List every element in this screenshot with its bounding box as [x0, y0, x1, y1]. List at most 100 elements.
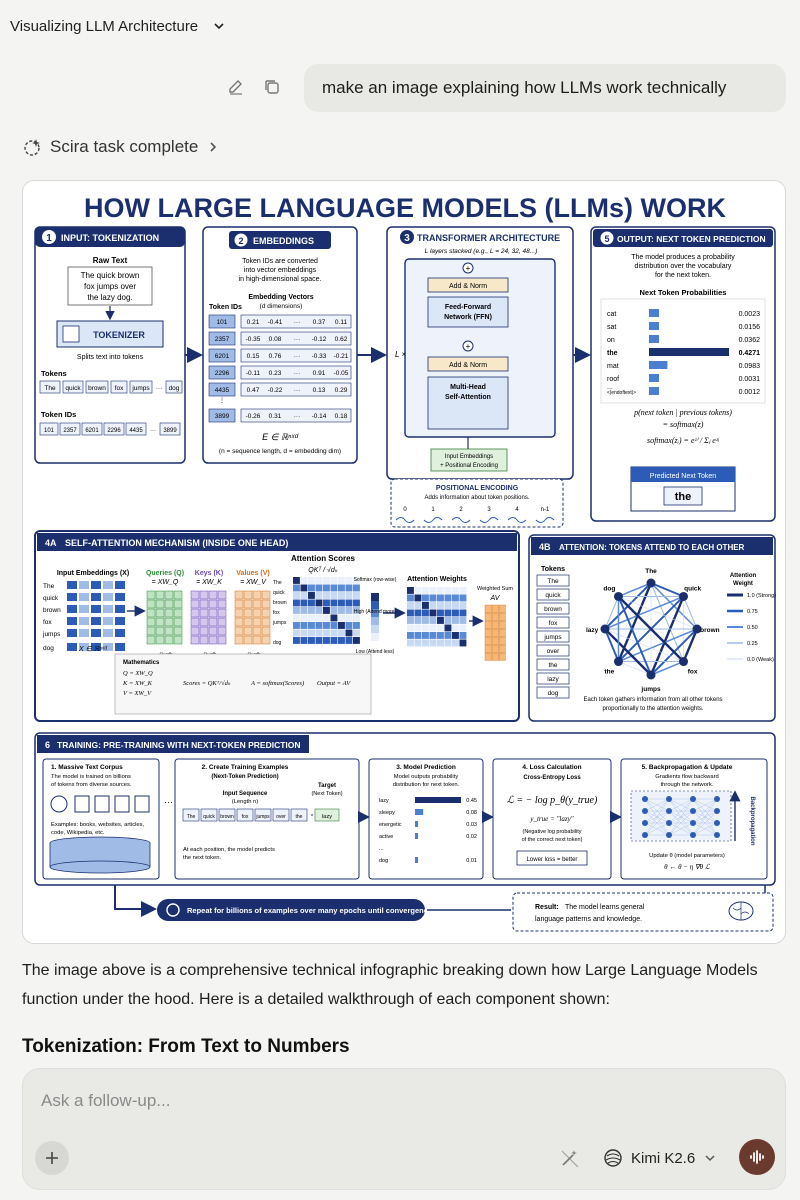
- emb-value: 0.47: [247, 387, 260, 394]
- score-row-label: quick: [273, 590, 285, 596]
- qkv-cell: [208, 635, 218, 645]
- emb-value: -0.12: [312, 336, 327, 343]
- input-cell: [103, 629, 113, 637]
- nn-edge: [668, 822, 694, 836]
- svg-text:K = XW_K: K = XW_K: [122, 680, 153, 687]
- qkv-cell: [234, 590, 244, 600]
- pos-tick: n-1: [541, 507, 550, 513]
- copy-icon[interactable]: [261, 76, 283, 98]
- input-cell: [91, 643, 101, 651]
- pos-wave: [507, 517, 527, 523]
- prob-value-6: 0.0012: [739, 389, 761, 396]
- follow-up-input[interactable]: [41, 1089, 741, 1113]
- edit-icon[interactable]: [225, 76, 247, 98]
- svg-text:TRAINING: PRE-TRAINING WITH NE: TRAINING: PRE-TRAINING WITH NEXT-TOKEN P…: [57, 740, 301, 750]
- heat-cell: [345, 629, 353, 637]
- pred-label: ...: [379, 846, 384, 852]
- chevron-down-icon[interactable]: [210, 17, 228, 35]
- input-cell: [115, 605, 125, 613]
- heat-cell: [353, 622, 360, 629]
- add-attachment-button[interactable]: [35, 1141, 69, 1175]
- qkv-cell: [155, 608, 165, 618]
- qkv-cell: [146, 608, 156, 618]
- svg-text:lazy: lazy: [322, 814, 332, 820]
- pos-tick: 1: [431, 507, 435, 513]
- heat-cell: [330, 629, 338, 637]
- attn-edge: [683, 596, 698, 630]
- svg-text:= XW_V: = XW_V: [240, 579, 267, 586]
- attn-token: [536, 672, 570, 685]
- heat-cell: [330, 614, 338, 622]
- prob-label-6: <|endoftext|>: [607, 390, 636, 396]
- input-word: brown: [43, 607, 61, 614]
- input-cell: [67, 581, 77, 589]
- pos-tick: 4: [515, 507, 519, 513]
- nn-node: [714, 796, 720, 802]
- attn-token-label: over: [547, 648, 560, 655]
- svg-text:Next Token Probabilities: Next Token Probabilities: [640, 288, 727, 297]
- emb-id-5: [208, 408, 236, 423]
- qkv-cell: [252, 617, 262, 627]
- model-selector[interactable]: Kimi K2.6: [603, 1145, 717, 1171]
- voice-button[interactable]: [739, 1139, 775, 1175]
- svg-text:Update θ (model parameters): Update θ (model parameters): [649, 853, 725, 859]
- heat-cell: [338, 614, 345, 622]
- heat-cell: [338, 592, 345, 599]
- attn-node-label: jumps: [640, 686, 661, 693]
- pos-tick: 0: [403, 507, 407, 513]
- attn-node-label: the: [604, 669, 614, 676]
- av-cell: [498, 604, 506, 613]
- svg-text:Result:: Result:: [535, 904, 559, 911]
- svg-text:···: ···: [156, 385, 163, 392]
- svg-text:code, Wikipedia, etc.: code, Wikipedia, etc.: [51, 830, 105, 836]
- av-cell: [484, 652, 492, 661]
- emb-id-label: 3899: [215, 413, 230, 420]
- magic-wand-icon[interactable]: [559, 1147, 581, 1169]
- heat-cell: [330, 584, 338, 592]
- task-status[interactable]: Scira task complete: [22, 134, 220, 160]
- chat-title[interactable]: Visualizing LLM Architecture: [10, 17, 199, 35]
- svg-text:Input Embeddings (X): Input Embeddings (X): [57, 570, 129, 577]
- nn-node: [666, 820, 672, 826]
- heat-cell: [323, 629, 330, 637]
- svg-text:Network (FFN): Network (FFN): [444, 314, 492, 321]
- qkv-cell: [217, 635, 227, 645]
- svg-text:3. Model Prediction: 3. Model Prediction: [396, 764, 456, 771]
- heat-cell: [422, 632, 429, 639]
- heat-cell: [459, 587, 467, 594]
- heat-cell: [452, 632, 459, 639]
- legend-label: 0.25: [747, 641, 758, 647]
- prob-value-4: 0.0983: [739, 363, 761, 370]
- svg-text:Examples: books, websites, art: Examples: books, websites, articles,: [51, 822, 144, 828]
- pred-label: energetic: [379, 822, 402, 828]
- nn-edge: [644, 798, 670, 812]
- svg-text:AV: AV: [490, 595, 501, 602]
- qkv-cell: [234, 599, 244, 609]
- heat-cell: [308, 577, 315, 584]
- svg-text:The: The: [44, 385, 56, 392]
- attn-node-label: quick: [684, 585, 701, 592]
- heat-cell: [293, 607, 300, 614]
- attn-token: [536, 616, 570, 629]
- heat-cell: [437, 639, 444, 647]
- input-cell: [103, 617, 113, 625]
- result-box: [512, 892, 774, 932]
- prob-value-2: 0.0362: [739, 337, 761, 344]
- qkv-cell: [252, 608, 262, 618]
- heat-cell: [459, 639, 467, 647]
- heat-cell: [422, 594, 429, 602]
- svg-text:Backpropagation: Backpropagation: [749, 796, 755, 845]
- attn-edge: [650, 582, 684, 598]
- svg-text:INPUT: TOKENIZATION: INPUT: TOKENIZATION: [61, 233, 159, 243]
- qkv-cell: [173, 626, 183, 636]
- svg-text:language patterns and knowledg: language patterns and knowledge.: [535, 916, 642, 923]
- input-cell: [67, 629, 77, 637]
- heat-cell: [315, 614, 323, 622]
- emb-id-label: 4435: [215, 387, 230, 394]
- infographic-image[interactable]: HOW LARGE LANGUAGE MODELS (LLMs) WORK 1 …: [22, 180, 786, 944]
- svg-text:The model produces a probabili: The model produces a probability: [631, 254, 735, 261]
- train-token: [182, 808, 200, 822]
- infographic-title: HOW LARGE LANGUAGE MODELS (LLMs) WORK: [84, 193, 726, 223]
- prob-bar-4: [649, 361, 668, 369]
- heat-cell: [452, 639, 459, 647]
